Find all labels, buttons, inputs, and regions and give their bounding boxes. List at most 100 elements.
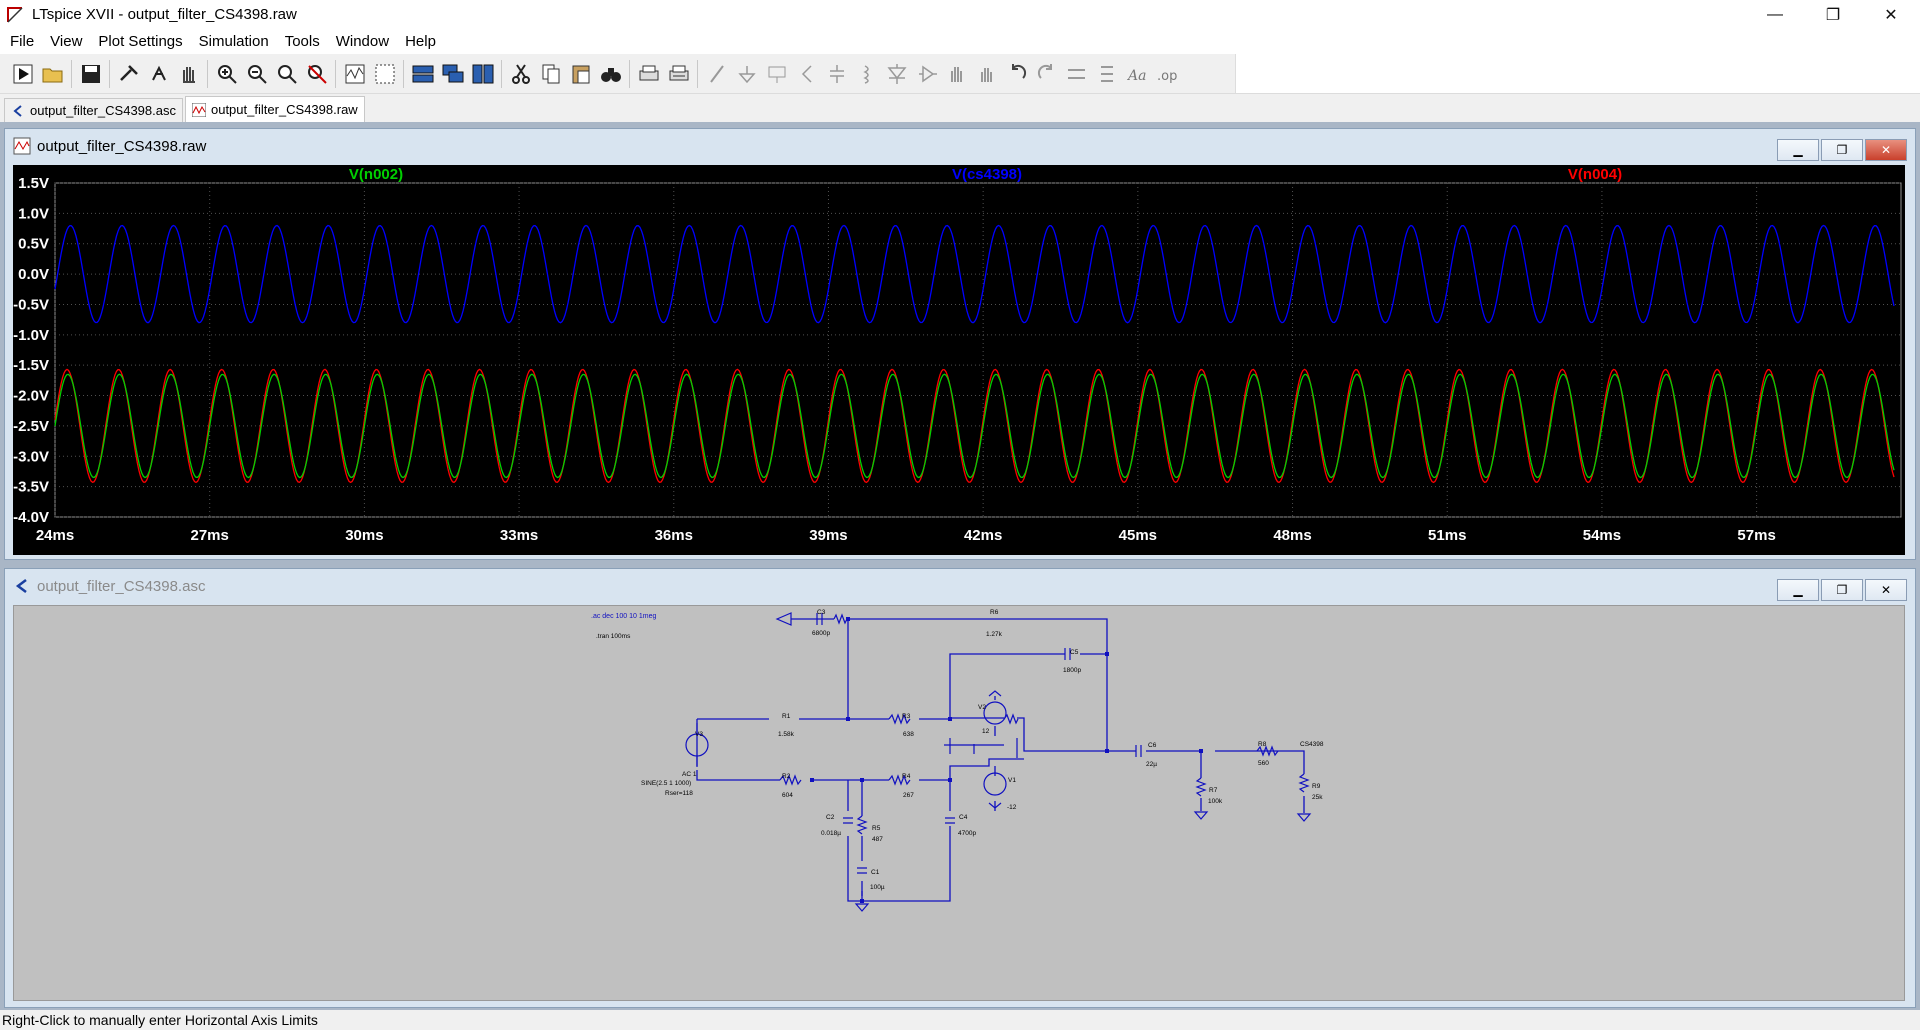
text-icon[interactable]: Aa xyxy=(1122,59,1152,89)
capacitor-icon[interactable] xyxy=(822,59,852,89)
drag-icon[interactable] xyxy=(972,59,1002,89)
autorange-y-icon[interactable] xyxy=(370,59,400,89)
copy-icon[interactable] xyxy=(536,59,566,89)
schematic-canvas[interactable]: .ac dec 100 10 1meg .tran 100ms C3 6800p… xyxy=(13,605,1905,1001)
menu-tools[interactable]: Tools xyxy=(284,33,320,50)
schematic-drawing[interactable]: .ac dec 100 10 1meg .tran 100ms C3 6800p… xyxy=(14,606,1904,1000)
print-preview-icon[interactable] xyxy=(664,59,694,89)
directives: .ac dec 100 10 1meg xyxy=(591,613,656,620)
r8-name: R8 xyxy=(1258,741,1267,748)
waveform-restore-button[interactable]: ❐ xyxy=(1821,139,1863,161)
c3-value: 6800p xyxy=(812,630,830,637)
zoom-cancel-icon[interactable] xyxy=(302,59,332,89)
wires xyxy=(696,618,1305,902)
component-icon[interactable] xyxy=(912,59,942,89)
tile-vertical-icon[interactable] xyxy=(468,59,498,89)
menu-help[interactable]: Help xyxy=(405,33,436,50)
x-tick-label: 51ms xyxy=(1428,527,1466,544)
restore-button[interactable]: ❐ xyxy=(1825,6,1841,24)
menu-window[interactable]: Window xyxy=(335,33,390,50)
zoom-out-icon[interactable] xyxy=(242,59,272,89)
tab-schematic[interactable]: output_filter_CS4398.asc xyxy=(4,98,183,122)
undo-icon[interactable] xyxy=(1002,59,1032,89)
control-panel-icon[interactable] xyxy=(114,59,144,89)
zoom-fit-icon[interactable] xyxy=(272,59,302,89)
r9-name: R9 xyxy=(1312,783,1321,790)
x-tick-label: 45ms xyxy=(1119,527,1157,544)
spice-directive-icon[interactable]: .op xyxy=(1152,59,1182,89)
close-button[interactable]: ✕ xyxy=(1884,6,1898,24)
schematic-restore-button[interactable]: ❐ xyxy=(1821,579,1863,601)
waveform-minimize-button[interactable]: ▁ xyxy=(1777,139,1819,161)
tile-horizontal-icon[interactable] xyxy=(408,59,438,89)
toolbar-empty-area xyxy=(1235,54,1920,93)
y-tick-label: -0.5V xyxy=(13,296,49,313)
r2-value: 604 xyxy=(782,792,793,799)
schematic-window-titlebar[interactable]: output_filter_CS4398.asc xyxy=(5,569,1915,603)
cut-icon[interactable] xyxy=(506,59,536,89)
v1-value: -12 xyxy=(1007,804,1017,811)
label-net-icon[interactable] xyxy=(762,59,792,89)
y-tick-label: 1.5V xyxy=(18,175,49,192)
minimize-button[interactable]: — xyxy=(1767,5,1783,23)
c1-name: C1 xyxy=(871,869,880,876)
schematic-minimize-button[interactable]: ▁ xyxy=(1777,579,1819,601)
status-bar: Right-Click to manually enter Horizontal… xyxy=(0,1010,1920,1030)
net-label-cs4398: CS4398 xyxy=(1300,741,1324,748)
tab-schematic-label: output_filter_CS4398.asc xyxy=(30,103,176,118)
save-icon[interactable] xyxy=(76,59,106,89)
c5-name: C5 xyxy=(1070,649,1079,656)
mirror-icon[interactable] xyxy=(1092,59,1122,89)
resistor-icon[interactable] xyxy=(792,59,822,89)
svg-text:Aa: Aa xyxy=(1126,68,1146,84)
pan-hand-icon[interactable] xyxy=(174,59,204,89)
r6-value: 1.27k xyxy=(986,631,1003,638)
window-title: LTspice XVII - output_filter_CS4398.raw xyxy=(32,6,297,23)
run-icon[interactable] xyxy=(8,59,38,89)
trace-vn002 xyxy=(54,373,1895,479)
title-bar: LTspice XVII - output_filter_CS4398.raw … xyxy=(0,0,1920,29)
c6-value: 22µ xyxy=(1146,761,1157,768)
r3-name: R3 xyxy=(902,713,911,720)
zoom-in-icon[interactable] xyxy=(212,59,242,89)
find-icon[interactable] xyxy=(596,59,626,89)
autorange-icon[interactable] xyxy=(340,59,370,89)
open-icon[interactable] xyxy=(38,59,68,89)
x-tick-label: 27ms xyxy=(191,527,229,544)
schematic-close-button[interactable]: ✕ xyxy=(1865,579,1907,601)
redo-icon[interactable] xyxy=(1032,59,1062,89)
y-tick-label: 1.0V xyxy=(18,205,49,222)
y-tick-label: -2.0V xyxy=(13,388,49,405)
rotate-icon[interactable] xyxy=(1062,59,1092,89)
v2-name: V2 xyxy=(978,704,986,711)
tab-waveform[interactable]: output_filter_CS4398.raw xyxy=(184,96,365,122)
c2-name: C2 xyxy=(826,814,835,821)
move-icon[interactable] xyxy=(942,59,972,89)
y-tick-label: -1.0V xyxy=(13,327,49,344)
y-tick-label: 0.5V xyxy=(18,236,49,253)
menu-simulation[interactable]: Simulation xyxy=(198,33,269,50)
r1-value: 1.58k xyxy=(778,731,795,738)
inductor-icon[interactable] xyxy=(852,59,882,89)
component-labels: .tran 100ms C3 6800p R6 1.27k C5 1800p V… xyxy=(596,609,1324,891)
menu-file[interactable]: File xyxy=(10,33,35,50)
status-text: Right-Click to manually enter Horizontal… xyxy=(2,1012,318,1028)
diode-icon[interactable] xyxy=(882,59,912,89)
x-tick-label: 30ms xyxy=(345,527,383,544)
paste-icon[interactable] xyxy=(566,59,596,89)
ground-icon[interactable] xyxy=(732,59,762,89)
legend-label: V(n004) xyxy=(1568,166,1622,183)
r2-name: R2 xyxy=(782,773,791,780)
halt-icon[interactable] xyxy=(144,59,174,89)
print-icon[interactable] xyxy=(634,59,664,89)
menu-view[interactable]: View xyxy=(50,33,83,50)
c3-name: C3 xyxy=(817,609,826,616)
waveform-window-titlebar[interactable]: output_filter_CS4398.raw xyxy=(5,129,1915,163)
wire-icon[interactable] xyxy=(702,59,732,89)
menu-plot-settings[interactable]: Plot Settings xyxy=(98,33,183,50)
r7-name: R7 xyxy=(1209,787,1218,794)
waveform-plot[interactable]: 1.5V1.0V0.5V0.0V-0.5V-1.0V-1.5V-2.0V-2.5… xyxy=(13,165,1905,555)
cascade-icon[interactable] xyxy=(438,59,468,89)
waveform-close-button[interactable]: ✕ xyxy=(1865,139,1907,161)
